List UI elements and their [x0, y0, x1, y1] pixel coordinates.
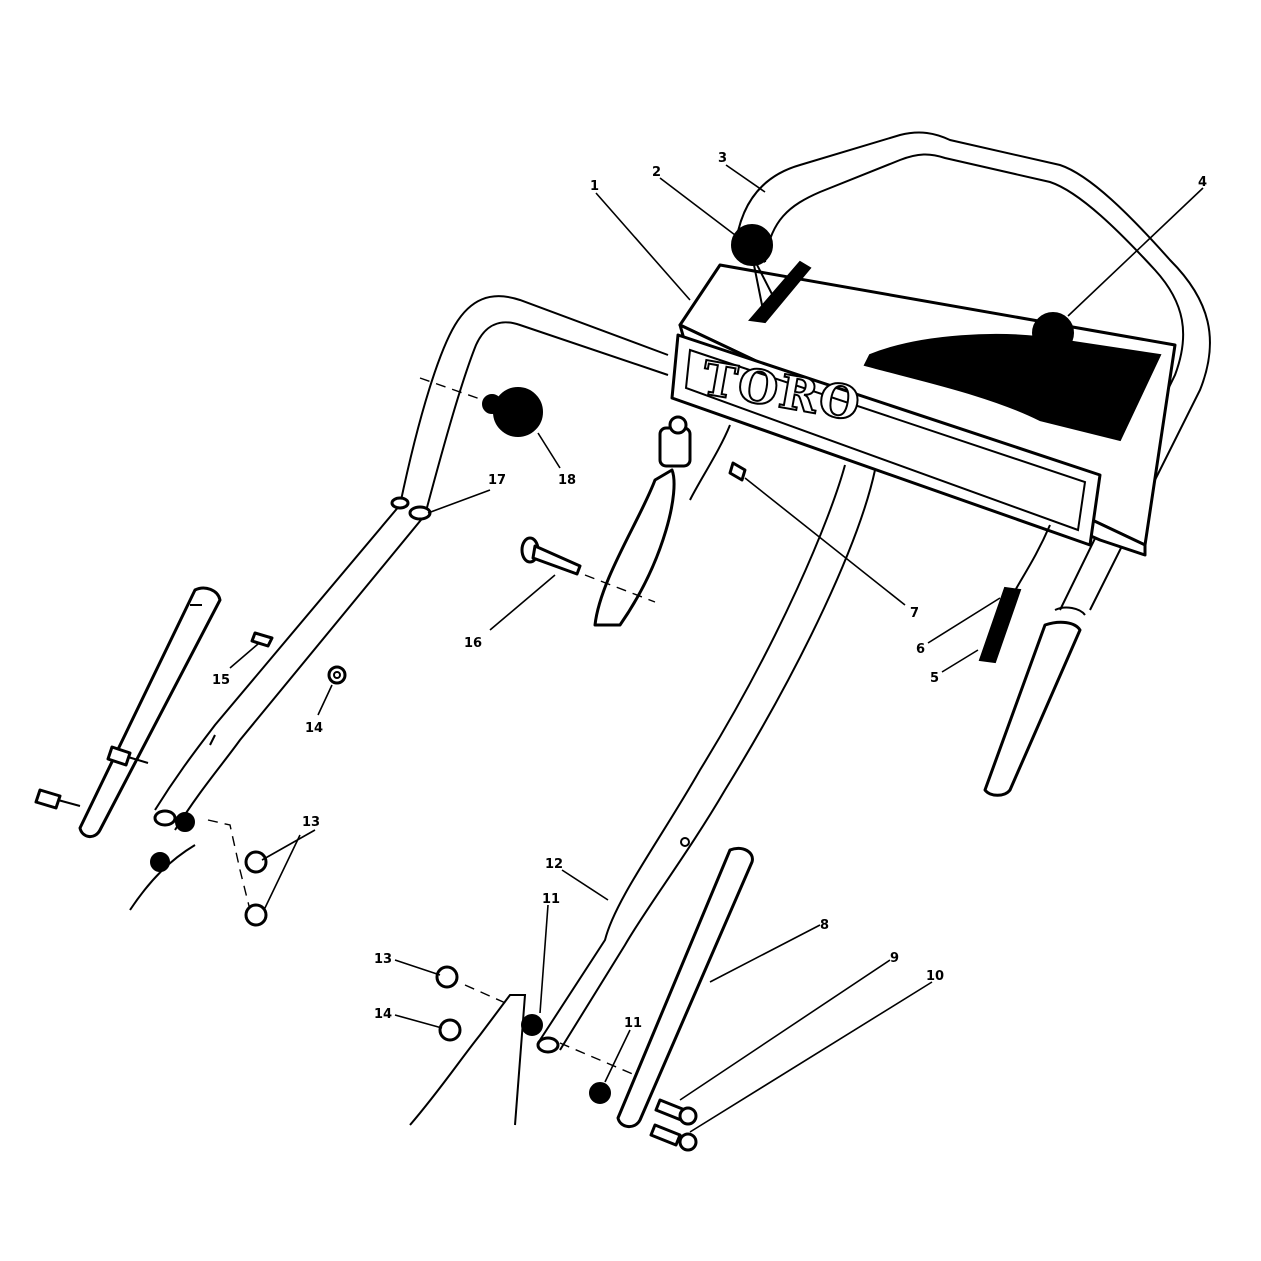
callout-9: 9 — [890, 951, 899, 966]
handle-knob — [419, 377, 543, 437]
lower-handle-right-tube — [536, 464, 876, 1054]
callout-leaders — [229, 164, 1204, 1133]
callout-13-right: 13 — [374, 952, 392, 967]
callout-12: 12 — [545, 857, 563, 872]
lower-handle-right-end — [536, 1036, 560, 1054]
callout-6: 6 — [916, 642, 925, 657]
callout-10: 10 — [926, 969, 944, 984]
callout-3: 3 — [718, 151, 727, 166]
callout-2: 2 — [652, 165, 661, 180]
callout-labels: 1 2 3 4 5 6 7 8 9 10 11 11 12 13 13 14 1… — [212, 151, 1207, 1031]
control-panel: TORO — [670, 260, 1177, 557]
handle-bracket — [593, 415, 692, 627]
locknut-14-right — [438, 1018, 462, 1042]
callout-4: 4 — [1198, 175, 1207, 190]
cable-clip — [728, 461, 747, 482]
callout-14-upper: 14 — [305, 721, 323, 736]
callout-15: 15 — [212, 673, 230, 688]
right-lower-hardware — [409, 965, 698, 1152]
locknut-14-upper — [327, 665, 347, 685]
right-lower-tube — [983, 606, 1086, 797]
left-handle-bracket — [34, 586, 251, 911]
lower-handle-left-end — [153, 809, 177, 827]
cable-spring — [978, 586, 1022, 664]
throttle-cable — [689, 424, 1051, 664]
carriage-bolt — [520, 536, 656, 603]
locknut-13-right — [435, 965, 459, 989]
control-knob-right — [1032, 312, 1082, 385]
handle-clip-17 — [390, 496, 432, 521]
pin-15 — [250, 631, 274, 648]
callout-14-lower: 14 — [374, 1007, 392, 1022]
callout-18: 18 — [558, 473, 576, 488]
callout-13-left: 13 — [302, 815, 320, 830]
lower-handle-left-tube — [153, 295, 669, 831]
callout-17: 17 — [488, 473, 506, 488]
callout-11-right: 11 — [624, 1016, 642, 1031]
callout-7: 7 — [910, 606, 919, 621]
callout-16: 16 — [464, 636, 482, 651]
callout-5: 5 — [930, 671, 939, 686]
throttle-slot — [748, 260, 812, 324]
right-handle-bracket — [616, 846, 754, 1128]
locknut-13-lower-left — [244, 903, 268, 927]
locknut-13-upper-left — [244, 850, 268, 874]
callout-8: 8 — [820, 918, 829, 933]
control-panel-decal — [863, 334, 1162, 442]
callout-1: 1 — [590, 179, 599, 194]
callout-11-left: 11 — [542, 892, 560, 907]
control-knob-left — [731, 224, 777, 307]
